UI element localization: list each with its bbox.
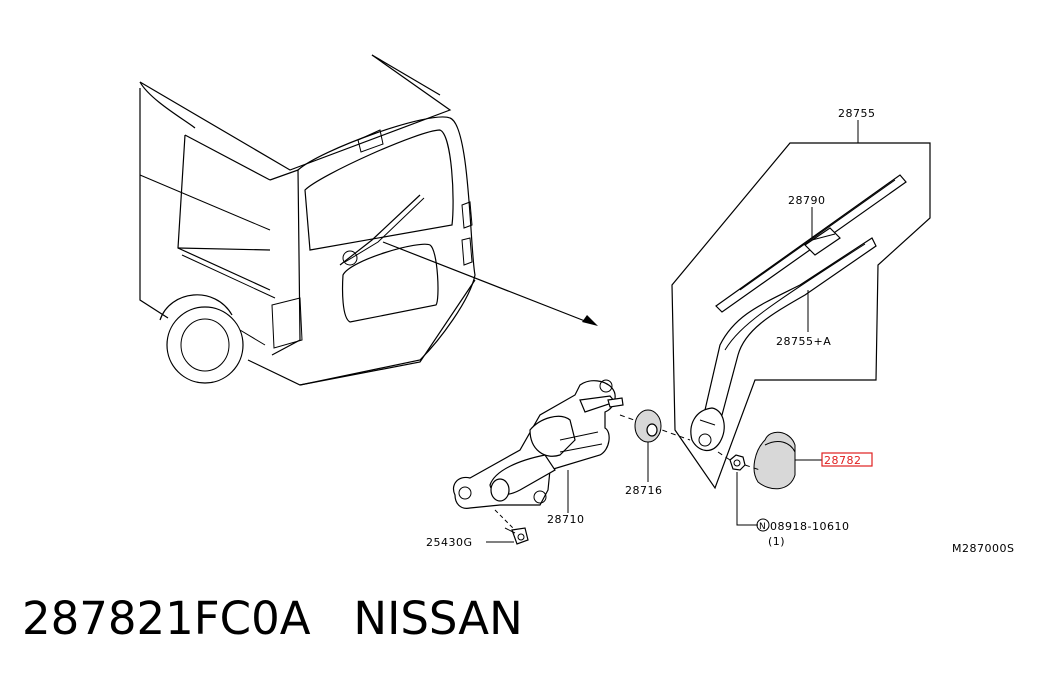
part-number-caption: 287821FC0A NISSAN [22, 592, 523, 645]
wiper-blade [715, 174, 907, 313]
pivot-cap [634, 409, 662, 443]
pointer-arrow [382, 241, 598, 326]
van-illustration [139, 54, 476, 386]
parts-diagram: 28755 28790 28755+A 28782 28716 28710 25… [139, 54, 1014, 555]
wiper-motor [452, 379, 624, 509]
nut-n-circle [756, 518, 770, 532]
wiper-arm [690, 237, 877, 451]
label-25430g: 25430G [426, 536, 473, 549]
label-28790: 28790 [788, 194, 826, 207]
assembly-boundary [671, 142, 931, 490]
mounting-bolt [494, 509, 529, 545]
nut [729, 454, 746, 471]
diagram-code: M287000S [952, 542, 1014, 555]
label-28755: 28755 [838, 107, 876, 120]
label-28716: 28716 [625, 484, 663, 497]
label-nut-qty: (1) [768, 535, 785, 548]
label-28710: 28710 [547, 513, 585, 526]
label-nut-n: N [759, 522, 766, 532]
label-08918-10610: 08918-10610 [770, 520, 849, 533]
highlight-box [821, 452, 873, 467]
label-28755a: 28755+A [776, 335, 831, 348]
label-28782: 28782 [824, 454, 862, 467]
arm-cover [753, 431, 796, 490]
